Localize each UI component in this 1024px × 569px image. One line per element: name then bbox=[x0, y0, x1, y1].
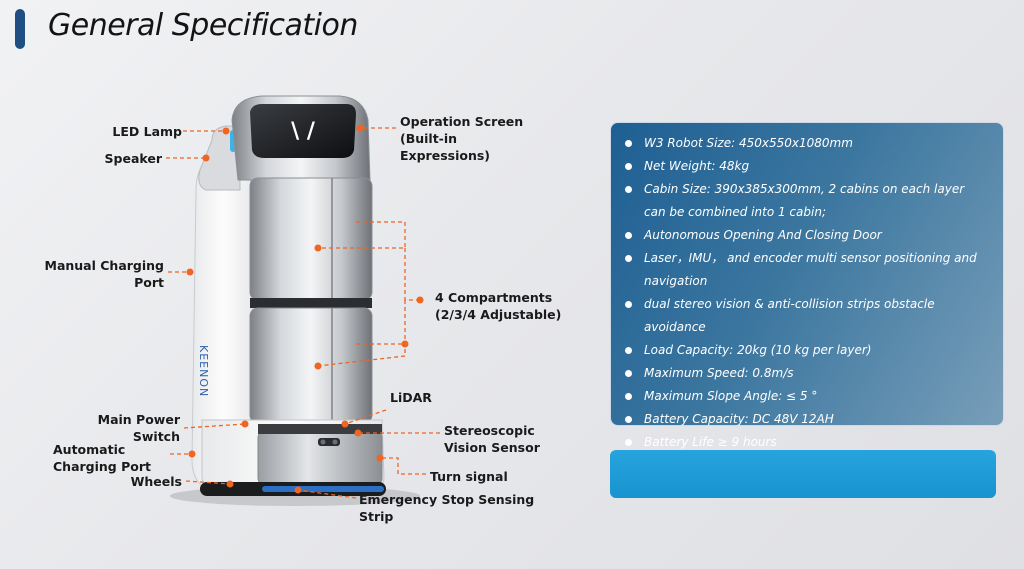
spec-item: Battery Life ≥ 9 hours bbox=[625, 431, 989, 454]
compartment-lower bbox=[249, 307, 373, 424]
callout-dot-lidar bbox=[341, 420, 349, 428]
label-main-power-switch: Main Power Switch bbox=[97, 412, 180, 444]
spec-item: Load Capacity: 20kg (10 kg per layer) bbox=[625, 339, 989, 362]
robot-handle bbox=[198, 125, 241, 191]
blue-banner-bar bbox=[610, 450, 996, 498]
screen-expression: \ / bbox=[291, 119, 316, 144]
bullet-icon bbox=[625, 232, 632, 239]
label-manual-charging-port: Manual Charging Port bbox=[44, 258, 165, 290]
callout-dot-speaker bbox=[202, 154, 210, 162]
spec-text: Autonomous Opening And Closing Door bbox=[644, 228, 882, 242]
spec-text: Maximum Speed: 0.8m/s bbox=[644, 366, 794, 380]
spec-text: Maximum Slope Angle: ≤ 5 ° bbox=[644, 389, 818, 403]
camera-lens-right bbox=[332, 439, 338, 445]
bullet-icon bbox=[625, 370, 632, 377]
bullet-icon bbox=[625, 255, 632, 262]
label-automatic-charging-port: Automatic Charging Port bbox=[53, 442, 151, 474]
spec-item: Maximum Speed: 0.8m/s bbox=[625, 362, 989, 385]
title-accent-bar bbox=[15, 9, 25, 49]
spec-item: W3 Robot Size: 450x550x1080mm bbox=[625, 132, 989, 155]
compartment-divider bbox=[250, 298, 372, 308]
spec-text: W3 Robot Size: 450x550x1080mm bbox=[644, 136, 853, 150]
callout-dot-emergency bbox=[294, 486, 302, 494]
operation-screen bbox=[250, 104, 356, 158]
spec-text: Net Weight: 48kg bbox=[644, 159, 750, 173]
bullet-icon bbox=[625, 301, 632, 308]
label-compartments: 4 Compartments (2/3/4 Adjustable) bbox=[435, 290, 562, 322]
camera-lens-left bbox=[320, 439, 326, 445]
callout-line-turn-signal bbox=[380, 457, 426, 475]
lidar-window bbox=[258, 424, 382, 434]
label-turn-signal: Turn signal bbox=[430, 469, 508, 484]
spec-item: Laser，IMU， and encoder multi sensor posi… bbox=[625, 247, 989, 293]
label-wheels: Wheels bbox=[130, 474, 182, 489]
bullet-icon bbox=[625, 439, 632, 446]
label-operation-screen: Operation Screen (Built-in Expressions) bbox=[400, 114, 524, 163]
label-lidar: LiDAR bbox=[390, 390, 432, 405]
callout-dot-comp-bracket bbox=[416, 296, 424, 304]
callout-line-emergency bbox=[297, 489, 357, 499]
callout-dot-led-lamp bbox=[222, 127, 230, 135]
spec-text: Battery Life ≥ 9 hours bbox=[644, 435, 777, 449]
brand-text: KEENON bbox=[197, 345, 210, 397]
spec-item: Cabin Size: 390x385x300mm, 2 cabins on e… bbox=[625, 178, 989, 224]
spec-item: Autonomous Opening And Closing Door bbox=[625, 224, 989, 247]
callout-line-comp-upper-top bbox=[318, 221, 406, 249]
bullet-icon bbox=[625, 140, 632, 147]
callout-dot-comp-upper-top bbox=[314, 244, 322, 252]
callout-line-lidar bbox=[344, 409, 387, 425]
spec-item: Net Weight: 48kg bbox=[625, 155, 989, 178]
callout-dot-comp-lower bbox=[314, 362, 322, 370]
bullet-icon bbox=[625, 347, 632, 354]
callout-dot-wheels bbox=[226, 480, 234, 488]
spec-text: dual stereo vision & anti-collision stri… bbox=[644, 297, 935, 334]
callout-line-comp-lower bbox=[317, 300, 406, 367]
callout-line-main-power bbox=[183, 423, 246, 429]
callout-dot-comp-lower-top bbox=[401, 340, 409, 348]
callout-dot-auto-charging bbox=[188, 450, 196, 458]
spec-text: Laser，IMU， and encoder multi sensor posi… bbox=[644, 251, 977, 288]
label-led-lamp: LED Lamp bbox=[112, 124, 182, 139]
label-speaker: Speaker bbox=[104, 151, 162, 166]
spec-text: Cabin Size: 390x385x300mm, 2 cabins on e… bbox=[644, 182, 965, 219]
callout-dot-turn-signal bbox=[376, 454, 384, 462]
spec-item: Maximum Slope Angle: ≤ 5 ° bbox=[625, 385, 989, 408]
spec-item: dual stereo vision & anti-collision stri… bbox=[625, 293, 989, 339]
spec-text: Battery Capacity: DC 48V 12AH bbox=[644, 412, 834, 426]
label-emergency-stop: Emergency Stop Sensing Strip bbox=[359, 492, 535, 524]
emergency-stop-strip bbox=[262, 486, 384, 492]
callout-dot-operation-screen bbox=[356, 124, 364, 132]
callout-line-comp-bracket bbox=[404, 248, 420, 301]
spec-text: Load Capacity: 20kg (10 kg per layer) bbox=[644, 343, 872, 357]
callout-dot-stereo bbox=[354, 429, 362, 437]
bullet-icon bbox=[625, 186, 632, 193]
callout-dot-manual-charging bbox=[186, 268, 194, 276]
bullet-icon bbox=[625, 416, 632, 423]
callout-line-wheels bbox=[185, 480, 231, 485]
page-title: General Specification bbox=[48, 8, 358, 43]
spec-item: Battery Capacity: DC 48V 12AH bbox=[625, 408, 989, 431]
robot-figure: \ / KEENON bbox=[166, 95, 440, 506]
bullet-icon bbox=[625, 163, 632, 170]
callout-dot-main-power bbox=[241, 420, 249, 428]
label-stereoscopic-sensor: Stereoscopic Vision Sensor bbox=[444, 423, 540, 455]
bullet-icon bbox=[625, 393, 632, 400]
compartment-upper bbox=[249, 177, 373, 301]
